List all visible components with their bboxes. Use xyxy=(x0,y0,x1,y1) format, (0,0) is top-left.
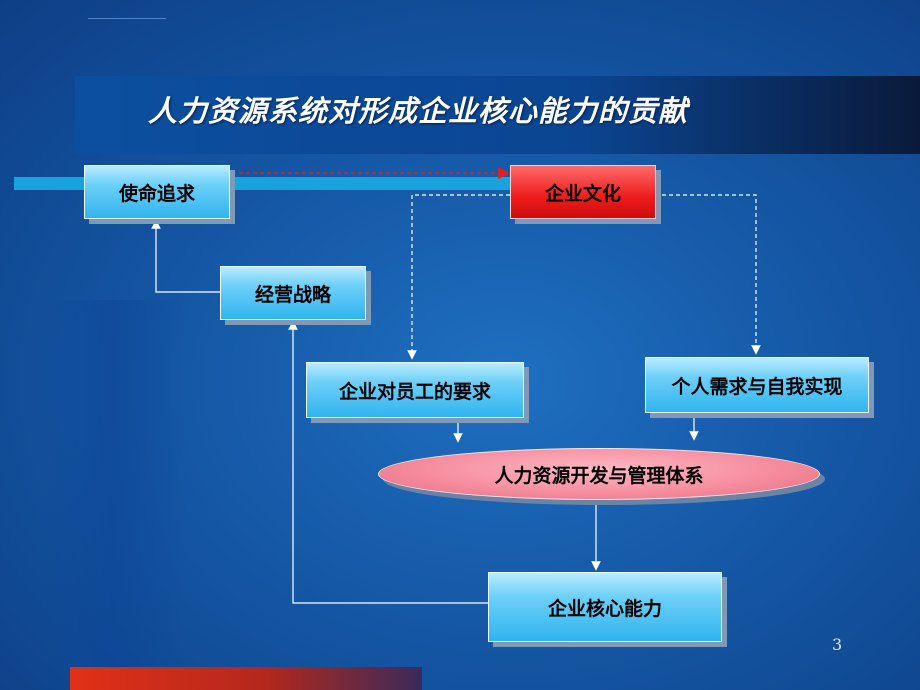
mission-label: 使命追求 xyxy=(118,182,195,205)
culture-to-requirements-arrow xyxy=(407,194,510,360)
strategy-label: 经营战略 xyxy=(254,283,331,306)
hr-system-label: 人力资源开发与管理体系 xyxy=(494,464,704,487)
core-ability-label: 企业核心能力 xyxy=(547,597,662,620)
personal-label: 个人需求与自我实现 xyxy=(671,375,843,398)
slide-title: 人力资源系统对形成企业核心能力的贡献 xyxy=(148,94,689,128)
core-ability-box: 企业核心能力 xyxy=(488,572,722,642)
decorative-line xyxy=(88,18,166,19)
title-bar xyxy=(75,76,920,154)
mission-box: 使命追求 xyxy=(84,165,230,219)
culture-label: 企业文化 xyxy=(544,182,621,205)
culture-box: 企业文化 xyxy=(510,165,656,219)
personal-box: 个人需求与自我实现 xyxy=(645,357,869,413)
page-number: 3 xyxy=(832,635,843,654)
requirements-box: 企业对员工的要求 xyxy=(306,362,524,418)
strategy-to-mission-arrow xyxy=(151,219,220,293)
hr-system-ellipse: 人力资源开发与管理体系 xyxy=(378,448,820,500)
background-band xyxy=(40,300,185,690)
requirements-label: 企业对员工的要求 xyxy=(338,380,491,403)
strategy-box: 经营战略 xyxy=(220,266,366,320)
core-to-strategy-arrow xyxy=(288,320,490,604)
bottom-accent-bar xyxy=(70,667,422,690)
culture-to-personal-arrow xyxy=(655,194,761,355)
